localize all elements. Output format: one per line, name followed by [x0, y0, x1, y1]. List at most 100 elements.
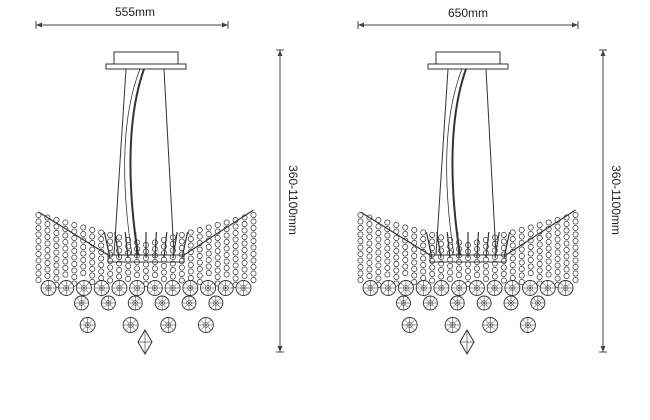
left-arm [38, 211, 109, 256]
bead-strand [152, 239, 158, 278]
candle-arm [425, 231, 433, 259]
bead-strand [89, 227, 96, 285]
crystal-ball [444, 317, 461, 333]
crystal-ball [504, 280, 521, 296]
crystal-ball [476, 295, 492, 311]
left-view: 555mm 360-1100mm [35, 5, 300, 355]
left-width-dimension: 555mm [35, 5, 229, 29]
crystal-ball [182, 280, 199, 296]
crystal-ball [486, 280, 503, 296]
bead-strand [429, 232, 436, 284]
crystal-ball [58, 280, 75, 296]
crystal-ball [100, 295, 116, 311]
candle-arm [485, 231, 490, 259]
crystal-ball [111, 280, 128, 296]
center-rod-edge [446, 68, 463, 256]
bead-strand [366, 214, 373, 279]
left-width-label: 555mm [115, 5, 155, 19]
bead-strand [125, 237, 132, 282]
bead-strand [402, 224, 409, 276]
crystal-ball [40, 280, 57, 296]
crystal-ball [129, 280, 146, 296]
bead-strand [563, 214, 570, 279]
crystal-ball [396, 295, 411, 311]
bead-strand [214, 222, 221, 287]
canopy-plate [427, 63, 509, 70]
candle-arm [446, 231, 451, 259]
right-width-label: 650mm [448, 6, 488, 20]
bead-strand [375, 217, 382, 288]
bead-strand [420, 229, 427, 281]
crystal-ball [235, 280, 252, 296]
crystal-ball [154, 295, 170, 311]
ceiling-canopy [435, 51, 501, 65]
bead-strand [53, 217, 60, 288]
crystal-ball [181, 295, 197, 311]
center-rod [129, 68, 145, 256]
crystal-ball [415, 280, 432, 296]
bead-strand [474, 239, 480, 278]
bead-strand [438, 234, 445, 280]
bead-strand [44, 214, 51, 279]
crystal-ball [398, 280, 414, 296]
candle-arm [503, 231, 511, 259]
suspension-cable [163, 68, 175, 256]
bead-strand [187, 229, 194, 281]
crystal-ball [164, 280, 181, 296]
crystal-ball [401, 317, 418, 333]
center-rod-edge [124, 68, 141, 256]
bead-strand [491, 234, 498, 280]
crystal-ball [468, 280, 485, 296]
bead-strand [35, 212, 42, 283]
bead-strand [232, 217, 239, 288]
bead-strand [178, 232, 185, 284]
bead-strand [482, 237, 489, 282]
bead-strand [393, 222, 400, 287]
bead-strand [143, 242, 149, 287]
bead-strand [205, 224, 212, 276]
center-rod [451, 68, 467, 256]
bead-strand [241, 214, 248, 279]
bead-strand [116, 234, 123, 280]
bead-strand [250, 212, 257, 283]
crystal-ball [160, 317, 177, 333]
bead-strand [447, 237, 454, 282]
bead-strand [527, 224, 534, 276]
bead-strand [160, 237, 167, 282]
crystal-ball [217, 280, 234, 296]
crystal-ball [539, 280, 556, 296]
bead-strand [62, 219, 69, 278]
crystal-ball [530, 295, 546, 311]
crystal-ball [451, 280, 468, 296]
crystal-ball [449, 295, 465, 311]
crystal-ball [93, 280, 110, 296]
crystal-ball [482, 317, 499, 333]
ceiling-canopy [113, 51, 179, 65]
right-view: 650mm 360-1100mm [357, 6, 623, 355]
bead-strand [107, 232, 114, 284]
crystal-ball [74, 295, 89, 311]
bead-strand [411, 227, 418, 285]
crystal-ball [197, 317, 214, 333]
candle-arm [181, 231, 189, 259]
bead-strand [554, 217, 561, 288]
crystal-ball [557, 280, 574, 296]
bead-strand [572, 212, 579, 283]
crystal-ball [146, 280, 163, 296]
left-chandelier [35, 51, 257, 355]
left-height-label: 360-1100mm [286, 165, 300, 235]
suspension-cable [113, 68, 127, 256]
right-height-label: 360-1100mm [609, 165, 623, 235]
right-chandelier [357, 51, 579, 355]
crystal-ball [433, 280, 450, 296]
crystal-ball [76, 280, 92, 296]
crystal-ball [200, 280, 216, 296]
bead-strand [80, 224, 87, 276]
crystal-ball [208, 295, 224, 311]
candle-arm [103, 231, 111, 259]
bead-strand [545, 219, 552, 278]
bead-strand [71, 222, 78, 287]
candle-arm [124, 231, 129, 259]
bead-strand [357, 212, 364, 283]
